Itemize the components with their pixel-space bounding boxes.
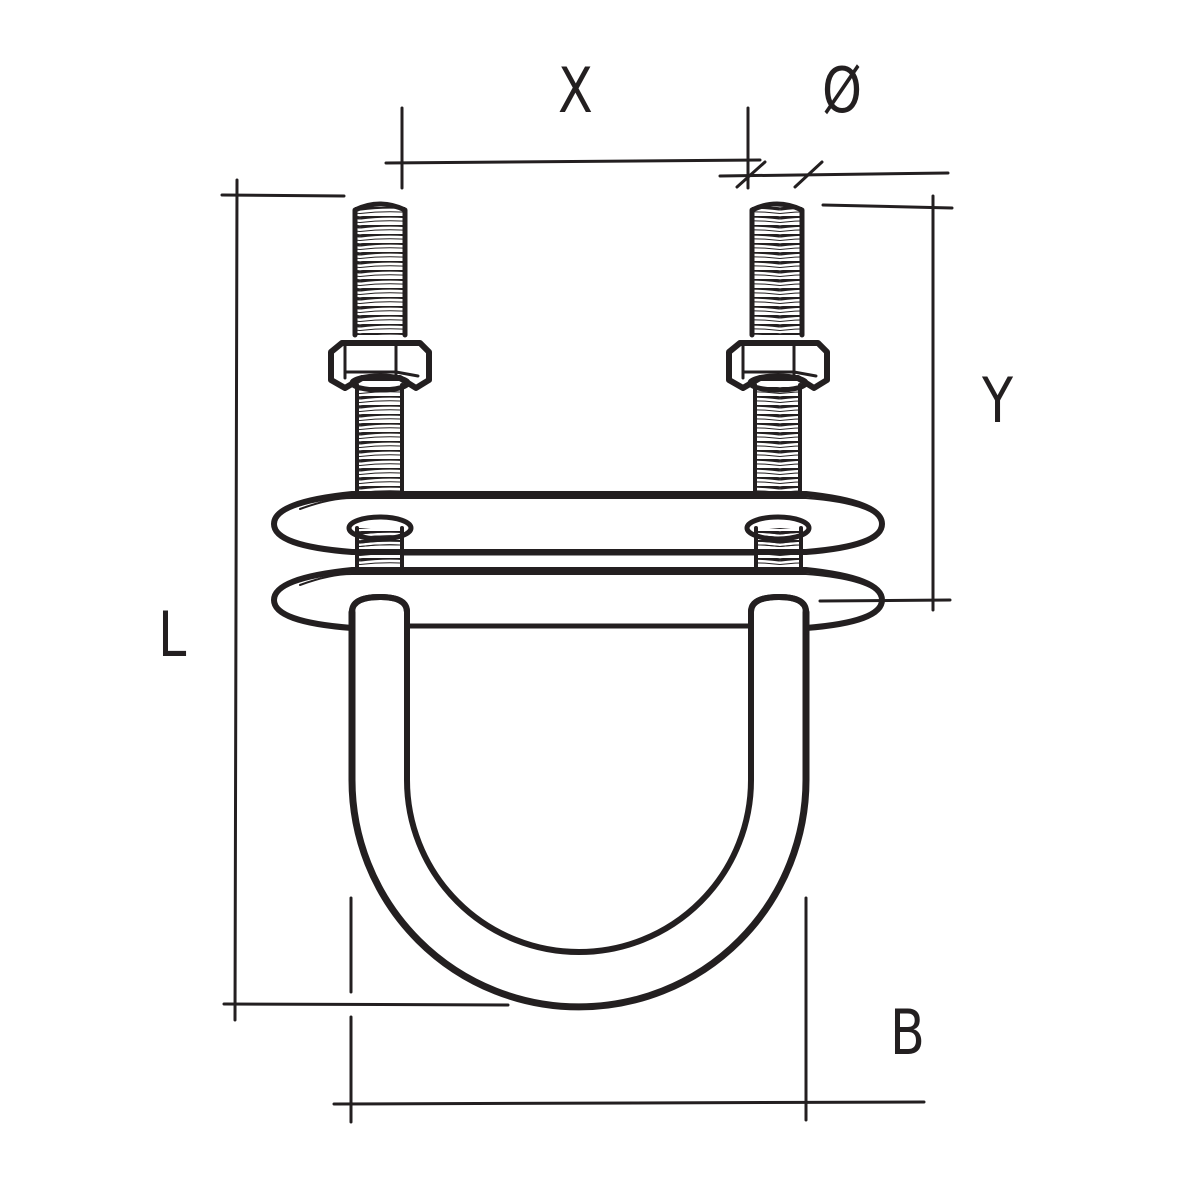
dimension-lines [220,106,954,1124]
right-hex-nut [726,340,830,393]
y-ext-bottom [818,598,952,603]
dimension-label-l: L [158,598,187,671]
dimension-label-y: Y [982,364,1014,437]
left-hex-nut [328,340,432,393]
left-threaded-leg [352,201,408,495]
diameter-dim-line [718,171,950,178]
x-dim-line [384,158,762,165]
right-threaded-leg [749,201,805,495]
dimension-label-x: X [558,54,593,127]
l-ext-top [220,193,346,198]
u-bend-outer [348,608,810,1011]
diameter-tick-left [735,160,767,189]
y-ext-top [821,203,954,210]
l-dim-line [233,178,239,1022]
u-bend-inner [404,609,754,955]
dimension-label-b: B [890,996,925,1069]
lower-plate [271,567,885,635]
upper-plate [271,491,885,555]
u-bend [348,594,810,1011]
l-ext-bottom [222,1002,510,1007]
b-dim-line [332,1100,926,1106]
dimension-label-diameter: Ø [822,54,863,127]
diameter-tick-right [793,160,824,189]
